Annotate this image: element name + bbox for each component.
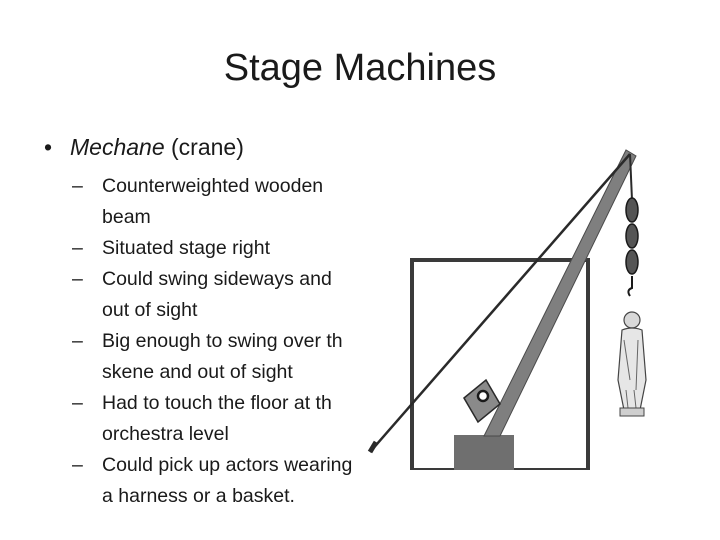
sub-bullet-item: – Had to touch the floor at th orchestra… <box>72 388 372 450</box>
mechane-crane-illustration <box>367 149 647 470</box>
bullet-rest: (crane) <box>164 134 244 160</box>
crane-boom-beam <box>483 149 637 437</box>
bullet-dot: • <box>44 134 53 160</box>
dash-marker: – <box>72 392 83 414</box>
dash-marker: – <box>72 237 83 259</box>
hook <box>627 276 633 297</box>
dash-marker: – <box>72 330 83 352</box>
pivot-bolt <box>476 389 490 403</box>
sub-bullet-line: Could swing sideways and <box>102 268 332 290</box>
sub-bullet-line: skene and out of sight <box>102 361 293 383</box>
sub-bullet-item: – Situated stage right <box>72 233 372 264</box>
sub-bullet-item: – Could swing sideways and out of sight <box>72 264 372 326</box>
sub-bullet-line: Big enough to swing over th <box>102 330 343 352</box>
rope-handle <box>367 440 379 454</box>
dash-marker: – <box>72 268 83 290</box>
sub-bullet-line: Situated stage right <box>102 237 271 259</box>
skene-frame <box>410 258 590 470</box>
suspended-actor-figure <box>617 311 647 417</box>
hoist-line <box>629 153 633 201</box>
sub-bullet-item: – Could pick up actors wearing a harness… <box>72 450 372 512</box>
pulley-block <box>625 223 639 249</box>
sub-bullet-item: – Counterweighted wooden beam <box>72 171 372 233</box>
pulley-block <box>625 249 639 275</box>
sub-bullet-line: beam <box>102 206 151 228</box>
sub-bullet-item: – Big enough to swing over th skene and … <box>72 326 372 388</box>
sub-bullet-line: Could pick up actors wearing <box>102 454 353 476</box>
sub-bullet-line: a harness or a basket. <box>102 485 295 507</box>
slide-title: Stage Machines <box>223 47 497 89</box>
sub-bullet-line: Had to touch the floor at th <box>102 392 332 414</box>
pulley-block <box>625 197 639 223</box>
dash-marker: – <box>72 175 83 197</box>
sub-bullet-list: – Counterweighted wooden beam – Situated… <box>72 171 372 512</box>
sub-bullet-line: Counterweighted wooden <box>102 175 324 197</box>
crane-base-block <box>454 435 514 470</box>
sub-bullet-line: out of sight <box>102 299 198 321</box>
bullet-term: Mechane <box>70 134 165 160</box>
dash-marker: – <box>72 454 83 476</box>
crane-rope <box>369 153 631 453</box>
bullet-mechane: • Mechane (crane) <box>44 131 244 163</box>
sub-bullet-line: orchestra level <box>102 423 229 445</box>
